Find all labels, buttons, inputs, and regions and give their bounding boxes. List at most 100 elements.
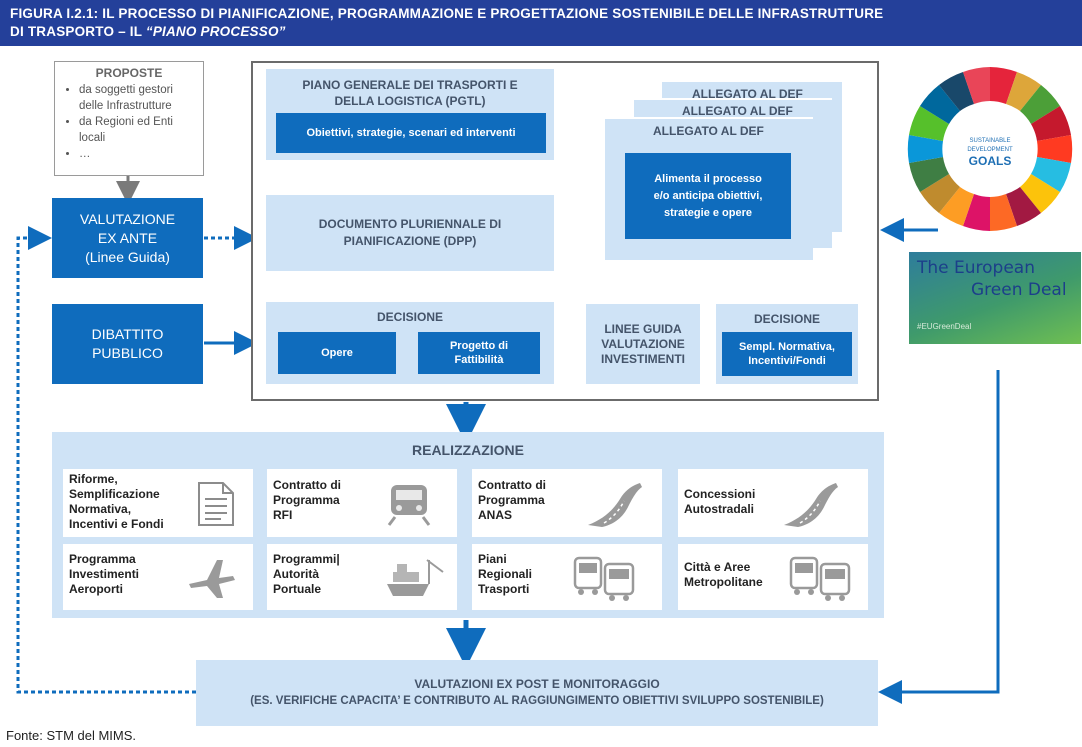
card-concessioni: Concessioni Autostradali [678, 469, 868, 537]
decisione-right-inner: Sempl. Normativa, Incentivi/Fondi [722, 332, 852, 376]
card-aeroporti-line: Programma [69, 552, 136, 566]
decisione-main-box: DECISIONE Opere Progetto di Fattibilità [266, 302, 554, 384]
card-anas: Contratto di Programma ANAS [472, 469, 662, 537]
linee-guida-box: LINEE GUIDA VALUTAZIONE INVESTIMENTI [586, 304, 700, 384]
dpp-line2: PIANIFICAZIONE (DPP) [343, 234, 477, 248]
decisione-right-inner-line2: Incentivi/Fondi [748, 355, 826, 367]
card-riforme: Riforme, Semplificazione Normativa, Ince… [63, 469, 253, 537]
figure-title-line2-italic: “PIANO PROCESSO” [145, 24, 286, 39]
sdg-logo: SUSTAINABLE DEVELOPMENT GOALS [905, 60, 1075, 238]
green-deal-line1: The European [917, 258, 1035, 278]
proposte-item: … [79, 146, 197, 162]
card-piani-line: Regionali [478, 567, 533, 581]
pgtl-inner: Obiettivi, strategie, scenari ed interve… [276, 113, 546, 153]
pgtl-title-line2: DELLA LOGISTICA (PGTL) [334, 94, 486, 108]
card-portuale-line: Portuale [273, 582, 322, 596]
allegato-back2-label: ALLEGATO AL DEF [692, 87, 803, 101]
valutazione-ex-ante-box: VALUTAZIONE EX ANTE (Linee Guida) [52, 198, 203, 278]
card-rfi-line: Contratto di [273, 478, 341, 492]
card-anas-line: Programma [478, 493, 545, 507]
proposte-box: PROPOSTE da soggetti gestori delle Infra… [54, 61, 204, 176]
card-rfi-line: RFI [273, 508, 293, 522]
valutazione-line2: EX ANTE [97, 229, 158, 246]
sdg-wheel-icon [907, 67, 1073, 231]
progetto-line1: Progetto di [449, 340, 509, 352]
road-icon [588, 483, 642, 527]
card-aeroporti-line: Aeroporti [69, 582, 123, 596]
card-aeroporti-line: Investimenti [69, 567, 140, 581]
card-piani-regionali-label: Piani Regionali Trasporti [478, 552, 532, 597]
arrow-greendeal-expost [878, 370, 1000, 704]
linee-guida-line1: LINEE GUIDA [604, 321, 682, 336]
green-deal-line2: Green Deal [971, 280, 1067, 300]
ex-post-line1: VALUTAZIONI EX POST E MONITORAGGIO [414, 677, 660, 691]
card-piani-regionali: Piani Regionali Trasporti [472, 544, 662, 610]
road-icon [784, 483, 838, 527]
card-piani-line: Trasporti [478, 582, 530, 596]
card-citta-metropolitane: Città e Aree Metropolitane [678, 544, 868, 610]
allegato-inner: Alimenta il processo e/o anticipa obiett… [625, 153, 791, 239]
bus-icon [573, 556, 635, 601]
card-riforme-label: Riforme, Semplificazione Normativa, Ince… [69, 472, 164, 532]
green-deal-logo: The European Green Deal #EUGreenDeal [909, 252, 1081, 344]
allegato-inner-line1: Alimenta il processo [654, 172, 762, 185]
sdg-text: SUSTAINABLE DEVELOPMENT GOALS [960, 132, 1020, 172]
proposte-heading: PROPOSTE [95, 66, 163, 80]
card-citta-line: Città e Aree [684, 560, 751, 574]
ex-post-box: VALUTAZIONI EX POST E MONITORAGGIO (ES. … [196, 660, 878, 726]
card-portuale: Programmi| Autorità Portuale [267, 544, 457, 610]
green-deal-tag: #EUGreenDeal [917, 322, 972, 331]
dibattito-line1: DIBATTITO [91, 326, 164, 342]
progetto-fattibilita-box: Progetto di Fattibilità [418, 332, 540, 374]
bus-icon [789, 556, 851, 601]
card-portuale-line: Autorità [273, 567, 319, 581]
opere-box: Opere [278, 332, 396, 374]
sdg-line2: DEVELOPMENT [967, 146, 1013, 153]
figure-title-line2: DI TRASPORTO – IL “PIANO PROCESSO” [10, 23, 1072, 41]
card-concessioni-label: Concessioni Autostradali [684, 487, 755, 517]
airplane-icon [189, 560, 235, 598]
train-icon [387, 485, 431, 526]
allegato-front: ALLEGATO AL DEF Alimenta il processo e/o… [603, 117, 813, 260]
card-citta-line: Metropolitane [684, 575, 763, 589]
proposte-item: da Regioni ed Enti locali [79, 114, 197, 146]
allegato-inner-line3: strategie e opere [663, 206, 753, 219]
allegato-inner-line2: e/o anticipa obiettivi, [653, 189, 763, 202]
card-portuale-line: Programmi| [273, 552, 340, 566]
valutazione-line1: VALUTAZIONE [79, 210, 176, 227]
card-riforme-line: Incentivi e Fondi [69, 517, 164, 531]
card-riforme-line: Normativa, [69, 502, 132, 516]
card-portuale-label: Programmi| Autorità Portuale [273, 552, 340, 597]
card-anas-line: Contratto di [478, 478, 546, 492]
allegato-front-label: ALLEGATO AL DEF [653, 124, 764, 138]
figure-title-line2-prefix: DI TRASPORTO – IL [10, 24, 146, 39]
sdg-line1: SUSTAINABLE [969, 137, 1011, 144]
pgtl-title-line1: PIANO GENERALE DEI TRASPORTI E [302, 78, 518, 92]
realizzazione-title: REALIZZAZIONE [412, 442, 524, 458]
valutazione-line3: (Linee Guida) [85, 248, 170, 265]
source-footer: Fonte: STM del MIMS. [6, 728, 137, 743]
figure-title: FIGURA I.2.1: IL PROCESSO DI PIANIFICAZI… [0, 0, 1082, 46]
card-aeroporti: Programma Investimenti Aeroporti [63, 544, 253, 610]
document-icon [198, 482, 234, 526]
allegato-back1-label: ALLEGATO AL DEF [682, 104, 793, 118]
card-riforme-line: Riforme, [69, 472, 118, 486]
card-anas-label: Contratto di Programma ANAS [478, 478, 546, 523]
proposte-item: da soggetti gestori delle Infrastrutture [79, 82, 197, 114]
card-riforme-line: Semplificazione [69, 487, 160, 501]
pgtl-title: PIANO GENERALE DEI TRASPORTI E DELLA LOG… [266, 77, 554, 109]
card-anas-line: ANAS [478, 508, 513, 522]
card-rfi-label: Contratto di Programma RFI [273, 478, 341, 523]
progetto-line2: Fattibilità [454, 354, 504, 366]
decisione-right-inner-line1: Sempl. Normativa, [739, 341, 835, 353]
dibattito-pubblico-box: DIBATTITO PUBBLICO [52, 304, 203, 384]
card-concessioni-line: Concessioni [684, 487, 756, 501]
dibattito-line2: PUBBLICO [92, 345, 163, 361]
decisione-main-title: DECISIONE [376, 310, 443, 324]
card-citta-label: Città e Aree Metropolitane [684, 560, 763, 590]
dpp-line1: DOCUMENTO PLURIENNALE DI [318, 217, 502, 231]
figure-title-line1: FIGURA I.2.1: IL PROCESSO DI PIANIFICAZI… [10, 6, 884, 21]
card-piani-line: Piani [478, 552, 507, 566]
pgtl-box: PIANO GENERALE DEI TRASPORTI E DELLA LOG… [266, 69, 554, 160]
proposte-list: da soggetti gestori delle Infrastrutture… [61, 82, 197, 162]
